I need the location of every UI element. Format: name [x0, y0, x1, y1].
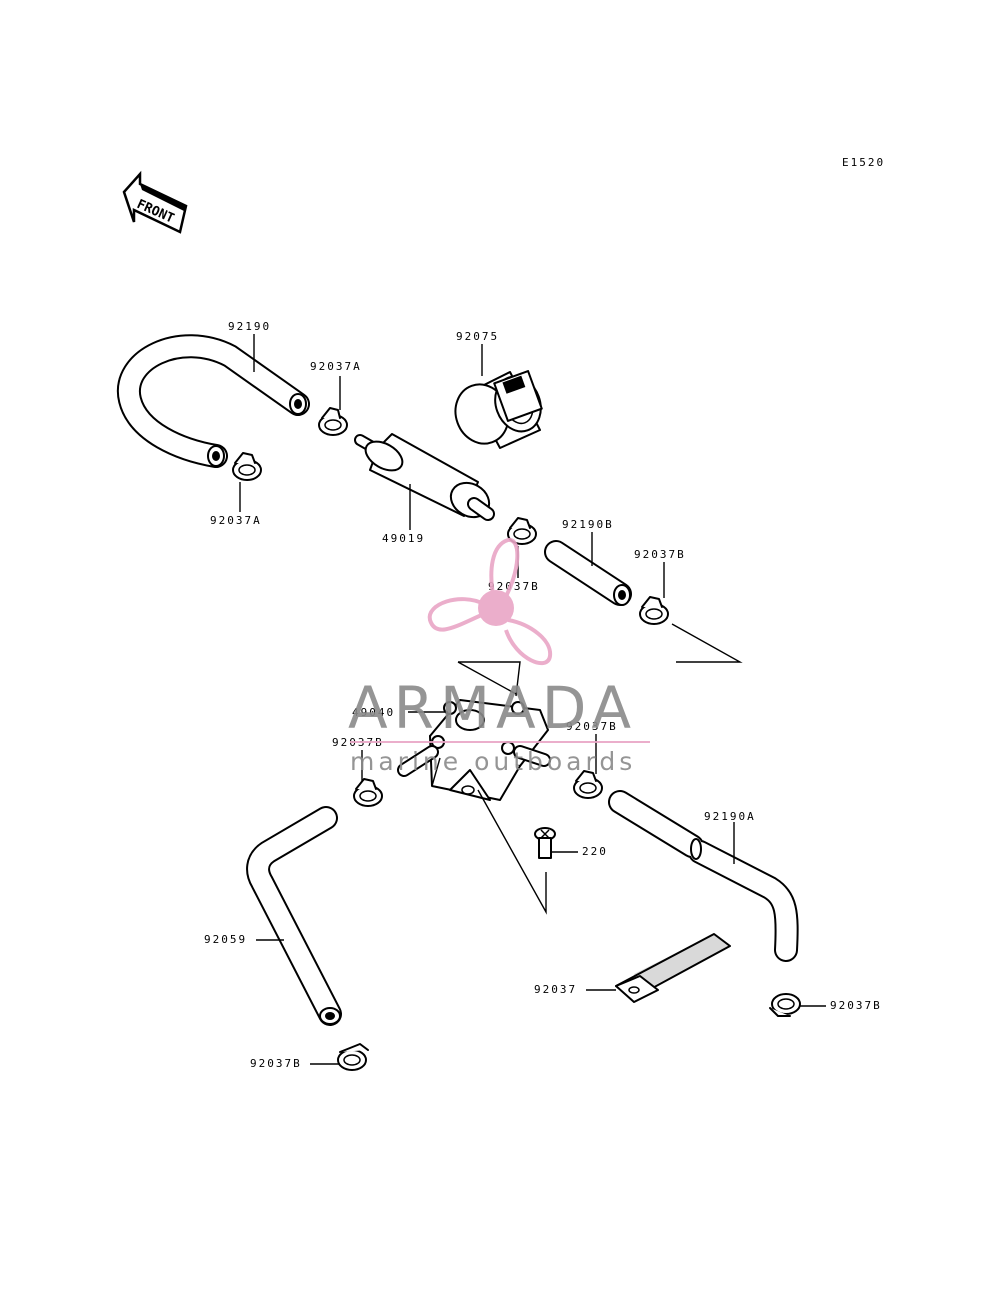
clamp-92037B-pump-left — [353, 778, 383, 807]
label-92190: 92190 — [228, 320, 271, 333]
clamp-92037A-bottom — [232, 452, 262, 481]
front-arrow-icon: FRONT — [122, 170, 188, 234]
watermark: ARMADA marine outboards — [348, 538, 650, 776]
fuel-filter-49019 — [354, 433, 495, 521]
strap-92037 — [615, 933, 731, 1003]
holder-92075 — [454, 370, 543, 449]
label-92037A-bottom: 92037A — [210, 514, 262, 527]
clamp-92037B-pump-right — [573, 770, 603, 799]
clamp-92037B-lower-left — [337, 1043, 369, 1071]
label-92075: 92075 — [456, 330, 499, 343]
watermark-tagline: marine outboards — [350, 747, 636, 776]
fuel-pump-49040 — [397, 699, 551, 801]
label-92037B-lower-left: 92037B — [250, 1057, 302, 1070]
screw-220 — [534, 827, 556, 859]
diagram-code: E1520 — [842, 156, 885, 169]
label-49019: 49019 — [382, 532, 425, 545]
hose-92190 — [116, 334, 310, 468]
label-49040: 49040 — [352, 706, 395, 719]
label-92059: 92059 — [204, 933, 247, 946]
label-92037A-top: 92037A — [310, 360, 362, 373]
propeller-icon — [427, 538, 553, 666]
label-92190B: 92190B — [562, 518, 614, 531]
label-92037B-filter: 92037B — [488, 580, 540, 593]
label-92190A: 92190A — [704, 810, 756, 823]
label-92037: 92037 — [534, 983, 577, 996]
label-92037B-lower-right: 92037B — [830, 999, 882, 1012]
label-92037B-pump-right: 92037B — [566, 720, 618, 733]
clamp-92037B-filter — [507, 517, 537, 545]
label-220: 220 — [582, 845, 608, 858]
clamp-92037B-lower-right — [769, 993, 801, 1017]
clamp-92037B-hose — [639, 596, 669, 625]
watermark-brand: ARMADA — [348, 674, 637, 742]
hose-92190A — [608, 790, 799, 962]
clamp-92037A-top — [318, 407, 348, 436]
hose-92059 — [246, 806, 342, 1026]
label-92037B-hose: 92037B — [634, 548, 686, 561]
hose-92190B — [544, 540, 632, 606]
